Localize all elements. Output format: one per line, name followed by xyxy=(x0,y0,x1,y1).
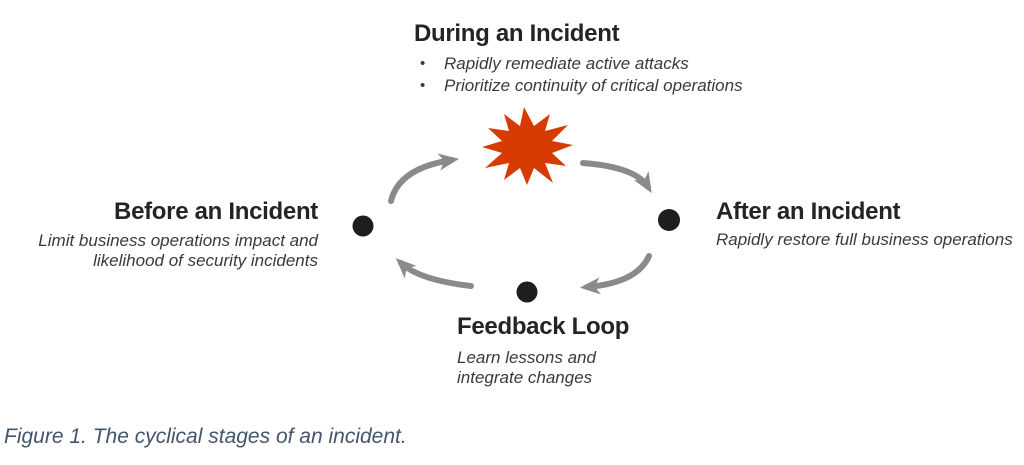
bullet-text: Prioritize continuity of critical operat… xyxy=(444,76,743,95)
stage-after-description-line: Rapidly restore full business operations xyxy=(716,230,1013,249)
stage-during-bullets: Rapidly remediate active attacks Priorit… xyxy=(414,53,743,97)
arrow-after-to-feedback xyxy=(579,253,652,295)
stage-during: During an Incident Rapidly remediate act… xyxy=(414,19,743,97)
stage-before-description-line: Limit business operations impact and xyxy=(38,231,318,250)
stage-feedback: Feedback Loop Learn lessons and integrat… xyxy=(457,312,629,388)
cycle-node-before xyxy=(352,215,374,237)
cycle-node-after xyxy=(658,209,680,231)
stage-during-title: During an Incident xyxy=(414,20,620,47)
stage-after-title: After an Incident xyxy=(716,198,901,225)
bullet-icon xyxy=(420,75,434,97)
stage-before: Before an Incident Limit business operat… xyxy=(22,197,318,271)
arrow-before-to-during xyxy=(388,153,460,204)
explosion-starburst-icon xyxy=(482,107,573,185)
stage-before-description-line: likelihood of security incidents xyxy=(93,251,318,270)
stage-feedback-title: Feedback Loop xyxy=(457,313,630,340)
bullet-text: Rapidly remediate active attacks xyxy=(444,54,689,73)
bullet-item: Rapidly remediate active attacks xyxy=(414,53,743,75)
figure-caption: Figure 1. The cyclical stages of an inci… xyxy=(4,425,407,448)
stage-feedback-description-line: integrate changes xyxy=(457,368,593,387)
stage-feedback-description-line: Learn lessons and xyxy=(457,348,596,367)
bullet-icon xyxy=(420,53,434,75)
arrow-feedback-to-before xyxy=(395,258,474,289)
arrow-during-to-after xyxy=(580,160,652,194)
cycle-node-feedback xyxy=(516,281,538,303)
stage-before-title: Before an Incident xyxy=(114,198,318,225)
bullet-item: Prioritize continuity of critical operat… xyxy=(414,75,743,97)
stage-after: After an Incident Rapidly restore full b… xyxy=(716,197,1024,251)
